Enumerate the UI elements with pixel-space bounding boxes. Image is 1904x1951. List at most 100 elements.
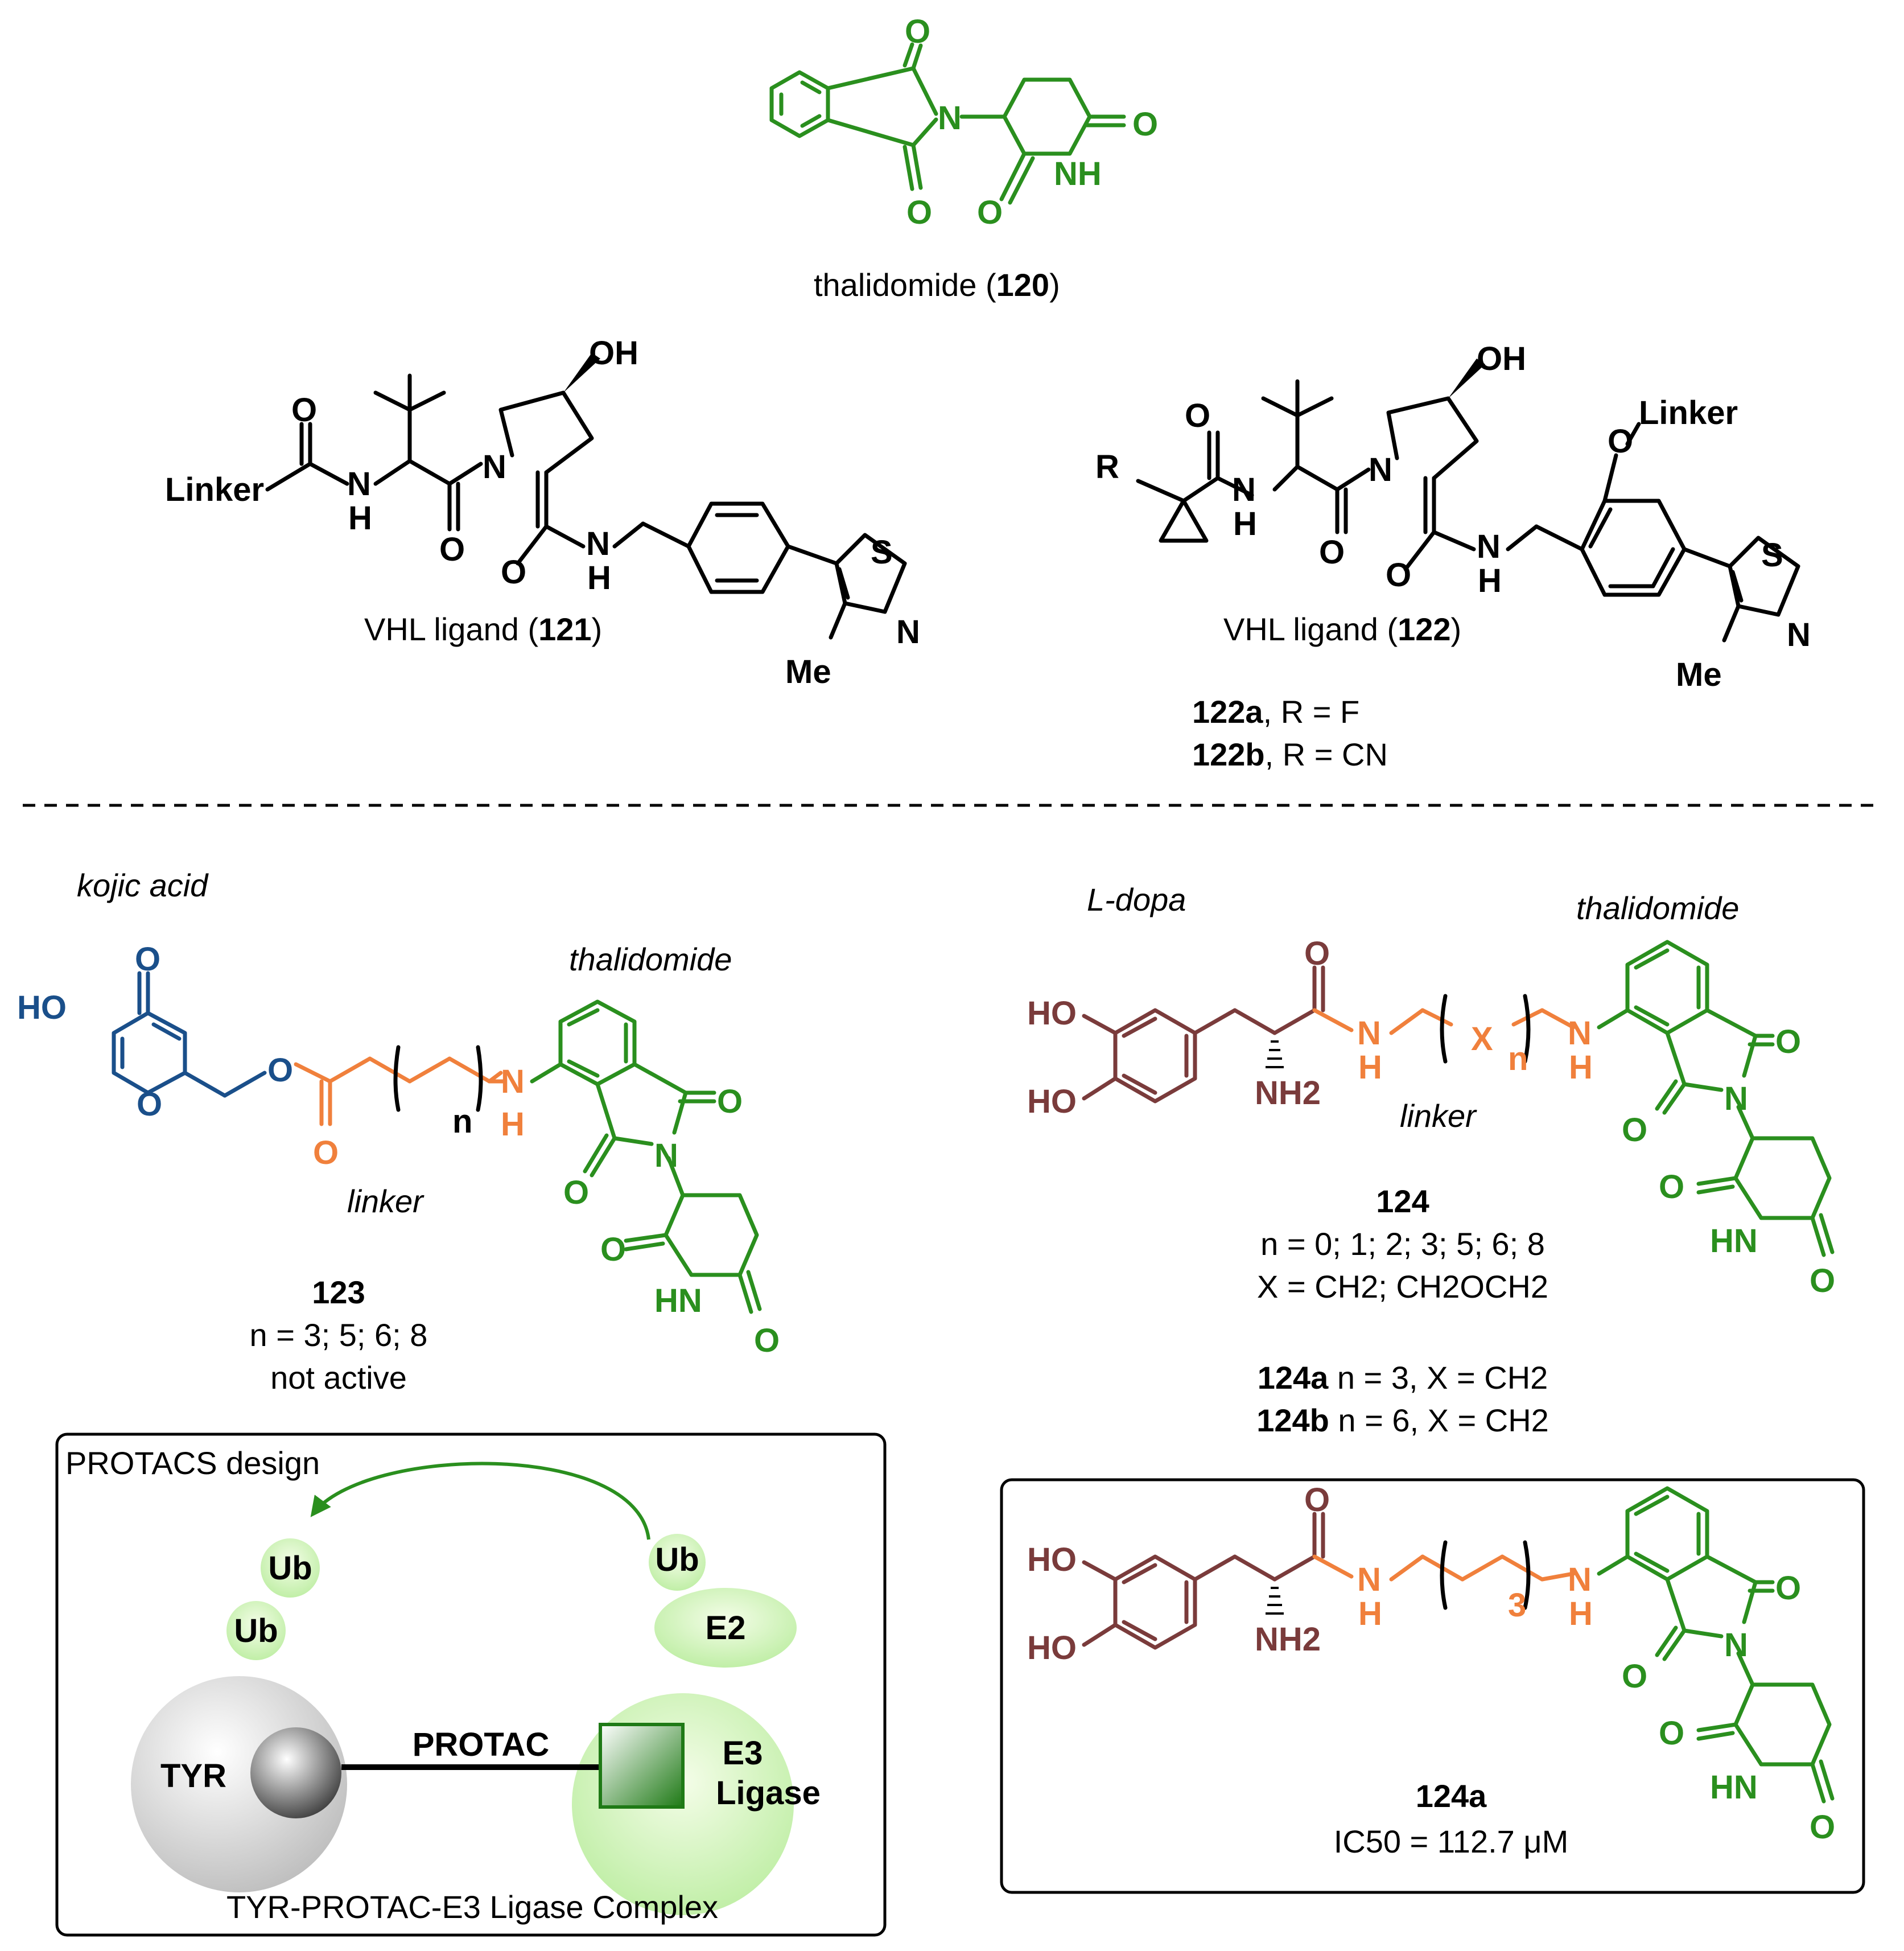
compound-name-122: VHL ligand (122) [1223,611,1461,647]
atom-label: X [1471,1020,1493,1057]
atom-label: N [483,448,506,485]
compound-id-123: 123 [312,1274,365,1310]
atom-label: OH [1477,340,1526,377]
atom-label: Me [1676,656,1722,693]
atom-label: H [501,1106,525,1143]
atom-label: O [267,1052,293,1089]
atom-label: N [1232,471,1256,508]
atom-label: O [1386,557,1411,594]
atom-label: HO [17,989,67,1026]
compound-name-121: VHL ligand (121) [364,611,602,647]
atom-label: O [1304,935,1330,972]
atom-label: HO [1027,1541,1077,1578]
atom-label: O [977,194,1003,231]
atom-label: HO [1027,995,1077,1032]
atom-label: Linker [1639,394,1738,431]
atom-label: HN [1710,1223,1758,1259]
compound-124a-box [1000,1478,1865,1894]
compound-123-note: not active [270,1360,407,1396]
atom-label: O [1775,1023,1801,1060]
atom-label: N [938,100,962,137]
atom-label: O [1132,106,1158,143]
ubiquitin-shape [226,1601,286,1660]
compound-123-structure [112,971,762,1314]
fragment-label-linker: linker [1400,1098,1477,1134]
atom-label: NH [1054,155,1102,192]
atom-label: N [1357,1561,1381,1598]
atom-label: H [1569,1049,1593,1086]
wedge-bond [563,353,600,393]
atom-label: S [1761,537,1783,574]
compound-124-n-values: n = 0; 1; 2; 3; 5; 6; 8 [1260,1226,1545,1262]
atom-label: H [587,559,611,596]
atom-label: H [1569,1595,1593,1632]
atom-label: H [1358,1595,1382,1632]
atom-label: N [654,1137,678,1174]
ub-label: Ub [268,1550,312,1587]
atom-label: N [1357,1015,1381,1052]
atom-label: Linker [165,471,264,508]
fragment-label-l-dopa: L-dopa [1087,882,1186,917]
ub-label: Ub [655,1541,699,1578]
protacs-design-box [55,1433,887,1937]
atom-label: O [1659,1715,1684,1752]
atom-label: O [137,1086,162,1123]
e2-label: E2 [706,1610,746,1647]
atom-label: O [313,1134,339,1171]
compound-id-124: 124 [1376,1183,1429,1219]
compound-124a-structure [1082,1486,1835,1804]
atom-label: NH2 [1255,1621,1321,1658]
atom-label: N [501,1063,525,1100]
atom-label: N [1568,1561,1592,1598]
compound-122b-definition: 122b, R = CN [1192,736,1388,772]
protacs-box-caption: TYR-PROTAC-E3 Ligase Complex [226,1889,718,1925]
atom-label: O [1622,1112,1647,1149]
ub-label: Ub [234,1612,278,1649]
atom-label: HO [1027,1083,1077,1120]
ubiquitin-transfer-arrow [310,1462,650,1540]
atom-label: O [600,1231,626,1268]
atom-label: H [348,500,372,537]
atom-label: n [1508,1040,1528,1077]
atom-label: O [135,941,160,978]
atom-label: S [871,534,893,571]
compound-124-structure [1082,940,1835,1257]
atom-label: O [563,1174,589,1211]
protacs-box-title: PROTACS design [65,1445,320,1481]
atom-label: HN [654,1282,702,1319]
e3-label: E3 [723,1735,763,1772]
compound-124a-definition: 124a n = 3, X = CH2 [1258,1360,1548,1396]
atom-label: O [1775,1570,1801,1607]
atom-label: HN [1710,1769,1758,1806]
atom-label: O [754,1322,780,1359]
compound-name-120: thalidomide (120) [814,267,1060,303]
compound-124-x-values: X = CH2; CH2OCH2 [1257,1269,1548,1304]
ubiquitin-shape [261,1538,320,1598]
atom-label: 3 [1508,1587,1526,1624]
atom-label: N [1787,616,1811,653]
atom-label: H [1233,505,1257,542]
hashed-bond [1266,1587,1284,1615]
atom-label: O [905,13,930,50]
atom-label: R [1095,448,1119,485]
compound-124b-definition: 124b n = 6, X = CH2 [1256,1402,1549,1438]
tyr-binding-ligand-shape [250,1727,341,1818]
atom-label: O [501,554,526,591]
atom-label: N [1477,528,1501,565]
protac-label: PROTAC [413,1726,550,1763]
atom-label: N [1568,1015,1592,1052]
fragment-label-linker: linker [347,1183,425,1219]
fragment-label-thalidomide: thalidomide [1576,890,1739,926]
hashed-bond [1266,1040,1284,1068]
atom-label: HO [1027,1629,1077,1666]
atom-label: n [452,1103,472,1140]
atom-label: O [1185,397,1210,434]
thalidomide-120-structure [769,42,1126,205]
e3-binding-ligand-shape [599,1723,685,1809]
atom-label: O [1622,1658,1647,1695]
atom-label: NH2 [1255,1075,1321,1112]
compound-124a-ic50: IC50 = 112.7 μM [1334,1824,1569,1859]
fragment-label-thalidomide: thalidomide [569,941,732,977]
fragment-label-kojic-acid: kojic acid [77,867,209,903]
atom-label: N [896,614,920,651]
